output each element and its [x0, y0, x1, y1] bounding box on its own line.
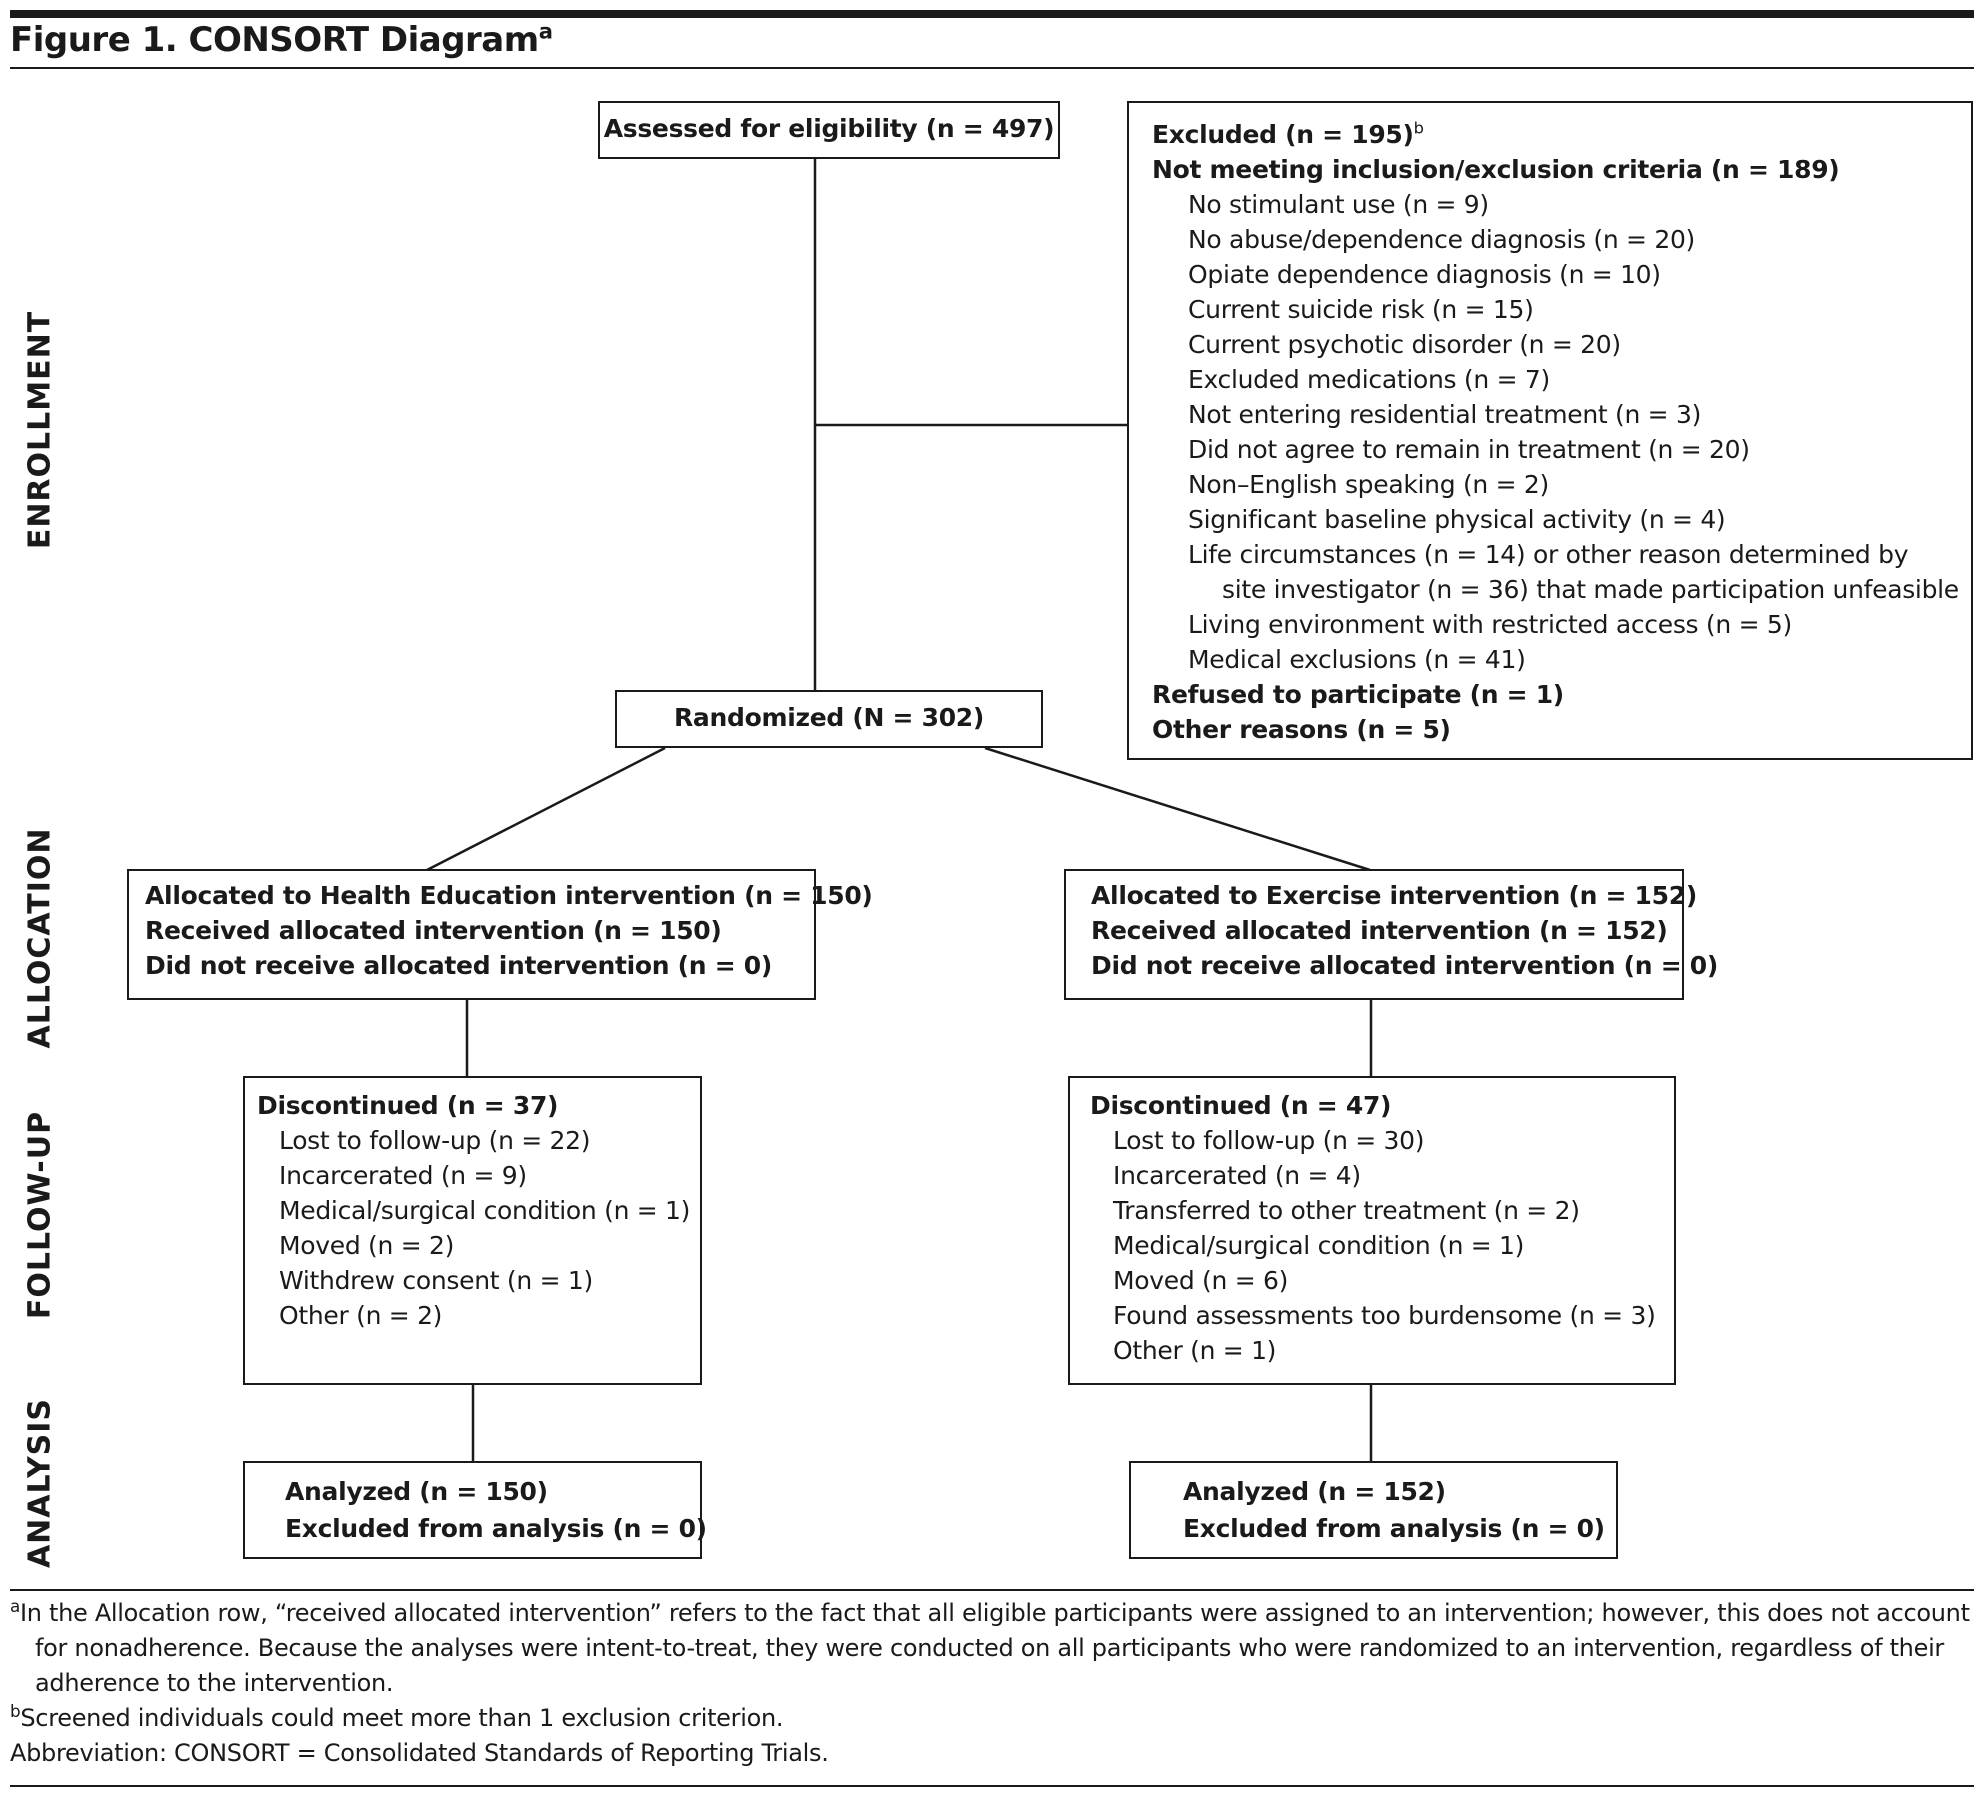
footnote-a: aIn the Allocation row, “received alloca… [10, 1596, 1970, 1701]
followup-health-education-box: Discontinued (n = 37) Lost to follow-up … [243, 1076, 702, 1385]
refused-line: Refused to participate (n = 1) [1152, 680, 1564, 709]
analysis-line: Excluded from analysis (n = 0) [285, 1514, 707, 1543]
discontinued-item: Other (n = 2) [279, 1301, 443, 1330]
criteria-item: Did not agree to remain in treatment (n … [1188, 435, 1750, 464]
excluded-box: Excluded (n = 195)b Not meeting inclusio… [1127, 101, 1973, 760]
criteria-item: Significant baseline physical activity (… [1188, 505, 1726, 534]
footnote-b-text: Screened individuals could meet more tha… [20, 1704, 784, 1732]
analysis-exercise-box: Analyzed (n = 152) Excluded from analysi… [1129, 1461, 1618, 1559]
criteria-header: Not meeting inclusion/exclusion criteria… [1152, 155, 1840, 184]
discontinued-item: Incarcerated (n = 9) [279, 1161, 527, 1190]
assessed-box: Assessed for eligibility (n = 497) [598, 101, 1060, 159]
criteria-item: Living environment with restricted acces… [1188, 610, 1792, 639]
discontinued-item: Moved (n = 2) [279, 1231, 455, 1260]
footnote-a-text: In the Allocation row, “received allocat… [19, 1599, 1970, 1697]
figure-title-text: Figure 1. CONSORT Diagram [10, 20, 539, 60]
discontinued-item: Withdrew consent (n = 1) [279, 1266, 593, 1295]
abbreviation-note: Abbreviation: CONSORT = Consolidated Sta… [10, 1739, 829, 1767]
discontinued-item: Medical/surgical condition (n = 1) [1113, 1231, 1525, 1260]
discontinued-item: Other (n = 1) [1113, 1336, 1277, 1365]
criteria-item: Excluded medications (n = 7) [1188, 365, 1550, 394]
flow-connectors [426, 158, 1373, 1462]
criteria-item: No stimulant use (n = 9) [1188, 190, 1489, 219]
footnote-b: bScreened individuals could meet more th… [10, 1701, 1970, 1736]
criteria-item: Life circumstances (n = 14) or other rea… [1188, 540, 1909, 569]
discontinued-header: Discontinued (n = 47) [1090, 1091, 1392, 1120]
allocation-exercise-box: Allocated to Exercise intervention (n = … [1064, 869, 1718, 1000]
allocation-line: Did not receive allocated intervention (… [1091, 951, 1718, 980]
discontinued-item: Incarcerated (n = 4) [1113, 1161, 1361, 1190]
followup-exercise-box: Discontinued (n = 47) Lost to follow-up … [1068, 1076, 1676, 1385]
discontinued-item: Lost to follow-up (n = 30) [1113, 1126, 1425, 1155]
criteria-item: Current psychotic disorder (n = 20) [1188, 330, 1621, 359]
analysis-line: Analyzed (n = 150) [285, 1477, 548, 1506]
figure-title-footnote-mark: a [538, 18, 553, 44]
randomized-box: Randomized (N = 302) [615, 690, 1043, 748]
criteria-item: Not entering residential treatment (n = … [1188, 400, 1702, 429]
criteria-item: No abuse/dependence diagnosis (n = 20) [1188, 225, 1696, 254]
discontinued-item: Medical/surgical condition (n = 1) [279, 1196, 691, 1225]
figure-title: Figure 1. CONSORT Diagrama [10, 18, 553, 60]
criteria-item: Current suicide risk (n = 15) [1188, 295, 1534, 324]
allocation-health-education-box: Allocated to Health Education interventi… [127, 869, 873, 1000]
analysis-health-education-box: Analyzed (n = 150) Excluded from analysi… [243, 1461, 707, 1559]
footnote-b-mark: b [10, 1701, 21, 1721]
footnotes: aIn the Allocation row, “received alloca… [10, 1596, 1970, 1771]
stage-label-followup: FOLLOW-UP [22, 1110, 58, 1320]
discontinued-item: Found assessments too burdensome (n = 3) [1113, 1301, 1656, 1330]
analysis-line: Analyzed (n = 152) [1183, 1477, 1446, 1506]
allocation-line: Allocated to Health Education interventi… [145, 881, 873, 910]
footer-bottom-rule [10, 1785, 1974, 1787]
excluded-header-text: Excluded (n = 195) [1152, 120, 1414, 149]
allocation-line: Received allocated intervention (n = 150… [145, 916, 722, 945]
allocation-line: Allocated to Exercise intervention (n = … [1091, 881, 1697, 910]
stage-label-analysis: ANALYSIS [22, 1397, 58, 1569]
discontinued-item: Transferred to other treatment (n = 2) [1113, 1196, 1580, 1225]
stage-label-enrollment: ENROLLMENT [22, 310, 58, 550]
allocation-line: Received allocated intervention (n = 152… [1091, 916, 1668, 945]
footer-top-rule [10, 1589, 1974, 1591]
allocation-line: Did not receive allocated intervention (… [145, 951, 772, 980]
title-rule [10, 67, 1974, 69]
randomized-text: Randomized (N = 302) [673, 703, 985, 732]
stage-label-allocation: ALLOCATION [22, 827, 58, 1049]
criteria-item: Non–English speaking (n = 2) [1188, 470, 1549, 499]
top-thick-rule [10, 10, 1974, 18]
assessed-text: Assessed for eligibility (n = 497) [603, 114, 1055, 143]
connector-randomized-to-exercise [984, 746, 1371, 872]
connector-randomized-to-health-education [426, 746, 666, 872]
criteria-item: Medical exclusions (n = 41) [1188, 645, 1526, 674]
analysis-line: Excluded from analysis (n = 0) [1183, 1514, 1605, 1543]
criteria-item: Opiate dependence diagnosis (n = 10) [1188, 260, 1661, 289]
discontinued-header: Discontinued (n = 37) [257, 1091, 559, 1120]
criteria-item-continuation: site investigator (n = 36) that made par… [1222, 575, 1959, 604]
excluded-footnote-mark: b [1413, 118, 1424, 138]
other-reasons-line: Other reasons (n = 5) [1152, 715, 1451, 744]
excluded-header: Excluded (n = 195)b [1152, 117, 1971, 152]
discontinued-item: Moved (n = 6) [1113, 1266, 1289, 1295]
footnote-a-mark: a [10, 1596, 20, 1616]
discontinued-item: Lost to follow-up (n = 22) [279, 1126, 591, 1155]
